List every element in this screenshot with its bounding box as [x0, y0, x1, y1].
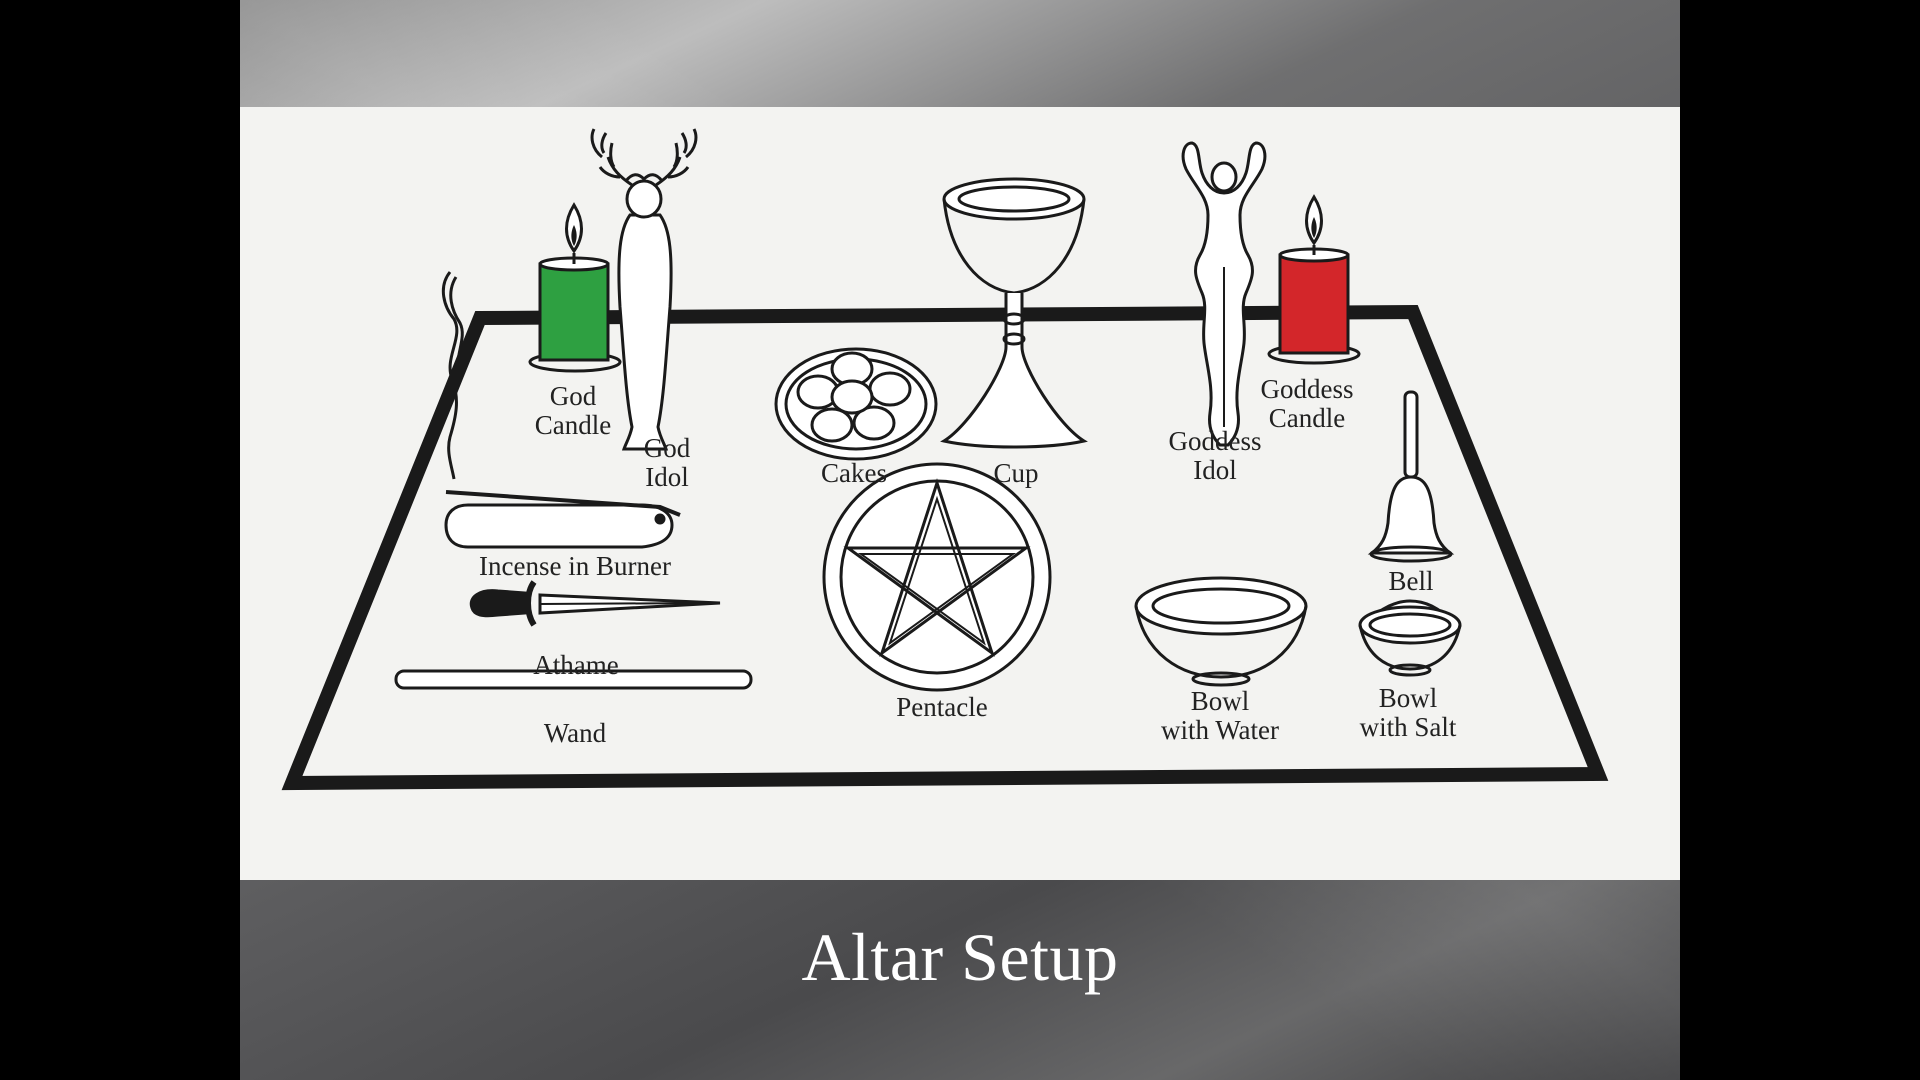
label-athame: Athame — [533, 650, 619, 680]
wand-icon — [394, 669, 753, 690]
label-goddess-idol: Goddess Idol — [1168, 426, 1262, 485]
label-pentacle: Pentacle — [896, 692, 988, 722]
athame-icon — [469, 580, 721, 627]
label-god-idol: God Idol — [643, 433, 691, 492]
god-idol-icon — [590, 128, 698, 451]
label-goddess-candle: Goddess Candle — [1260, 374, 1354, 433]
goddess-candle-icon — [1267, 194, 1361, 365]
cakes-icon — [774, 347, 938, 461]
altar-table — [281, 304, 1609, 791]
label-cakes: Cakes — [821, 458, 887, 488]
label-wand: Wand — [543, 718, 607, 748]
label-incense-in-burner: Incense in Burner — [479, 551, 671, 581]
god-candle-icon — [528, 202, 622, 373]
slide: God Candle God Idol Cakes Cup Goddess Id… — [240, 0, 1680, 1080]
pentacle-icon — [822, 462, 1052, 692]
bowl-with-water-icon — [1134, 576, 1308, 687]
label-god-candle: God Candle — [534, 381, 612, 440]
bell-icon — [1367, 390, 1455, 563]
altar-diagram: God Candle God Idol Cakes Cup Goddess Id… — [240, 107, 1680, 880]
label-bowl-with-water: Bowl with Water — [1160, 686, 1280, 745]
cup-icon — [940, 177, 1088, 449]
label-cup: Cup — [993, 458, 1039, 488]
label-bowl-with-salt: Bowl with Salt — [1359, 683, 1457, 742]
incense-burner-icon — [444, 490, 681, 549]
altar-illustration — [281, 128, 1609, 791]
label-bell: Bell — [1388, 566, 1434, 596]
slide-title: Altar Setup — [801, 919, 1119, 995]
goddess-idol-icon — [1181, 141, 1267, 447]
bowl-with-salt-icon — [1358, 599, 1462, 677]
incense-smoke-icon — [441, 271, 464, 480]
